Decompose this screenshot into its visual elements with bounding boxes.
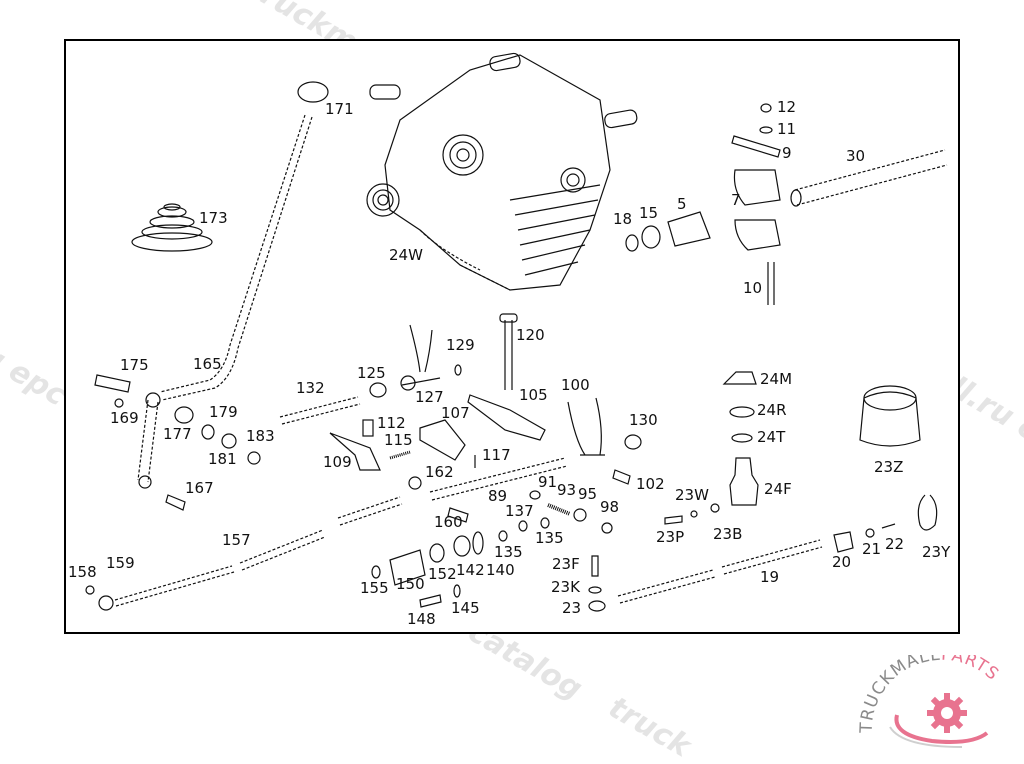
part-label-11[interactable]: 11 xyxy=(777,122,796,137)
part-label-23[interactable]: 23 xyxy=(562,601,581,616)
part-165-lever xyxy=(160,115,305,392)
svg-text:TRUCKMALLPARTS: TRUCKMALLPARTS xyxy=(857,655,1003,734)
part-label-165[interactable]: 165 xyxy=(193,357,222,372)
part-171-knob xyxy=(298,82,328,102)
truckmall-parts-logo: TRUCKMALLPARTS xyxy=(852,655,1024,750)
part-label-105[interactable]: 105 xyxy=(519,388,548,403)
part-24m-cap xyxy=(724,372,756,384)
part-label-24R[interactable]: 24R xyxy=(757,403,787,418)
part-175-pin xyxy=(95,375,130,392)
part-label-98[interactable]: 98 xyxy=(600,500,619,515)
part-label-24W[interactable]: 24W xyxy=(389,248,423,263)
part-label-30[interactable]: 30 xyxy=(846,149,865,164)
part-label-23K[interactable]: 23K xyxy=(551,580,580,595)
part-30-shaft xyxy=(795,150,947,205)
part-label-127[interactable]: 127 xyxy=(415,390,444,405)
part-label-23Z[interactable]: 23Z xyxy=(874,460,903,475)
part-132-shaft xyxy=(280,397,360,424)
part-label-157[interactable]: 157 xyxy=(222,533,251,548)
part-120-bolt xyxy=(505,320,512,390)
part-24f-valve xyxy=(730,458,758,505)
part-label-158[interactable]: 158 xyxy=(68,565,97,580)
part-23y-clamp xyxy=(918,495,936,530)
part-label-169[interactable]: 169 xyxy=(110,411,139,426)
part-label-167[interactable]: 167 xyxy=(185,481,214,496)
part-label-102[interactable]: 102 xyxy=(636,477,665,492)
part-label-160[interactable]: 160 xyxy=(434,515,463,530)
part-5-bushing xyxy=(668,212,710,246)
part-label-130[interactable]: 130 xyxy=(629,413,658,428)
part-label-107[interactable]: 107 xyxy=(441,406,470,421)
part-label-100[interactable]: 100 xyxy=(561,378,590,393)
part-label-120[interactable]: 120 xyxy=(516,328,545,343)
part-label-115[interactable]: 115 xyxy=(384,433,413,448)
part-label-23P[interactable]: 23P xyxy=(656,530,684,545)
part-label-155[interactable]: 155 xyxy=(360,581,389,596)
part-label-19[interactable]: 19 xyxy=(760,570,779,585)
part-label-112[interactable]: 112 xyxy=(377,416,406,431)
part-100-fork xyxy=(568,398,605,455)
gear-icon xyxy=(927,693,967,733)
part-label-95[interactable]: 95 xyxy=(578,487,597,502)
part-label-177[interactable]: 177 xyxy=(163,427,192,442)
part-label-135b[interactable]: 135 xyxy=(494,545,523,560)
part-label-91[interactable]: 91 xyxy=(538,475,557,490)
part-label-23B[interactable]: 23B xyxy=(713,527,742,542)
part-label-148[interactable]: 148 xyxy=(407,612,436,627)
part-label-183[interactable]: 183 xyxy=(246,429,275,444)
part-label-93[interactable]: 93 xyxy=(557,483,576,498)
part-157-rod xyxy=(115,497,402,606)
part-label-152[interactable]: 152 xyxy=(428,567,457,582)
part-label-18[interactable]: 18 xyxy=(613,212,632,227)
part-label-23F[interactable]: 23F xyxy=(552,557,580,572)
part-label-175[interactable]: 175 xyxy=(120,358,149,373)
part-label-140[interactable]: 140 xyxy=(486,563,515,578)
part-label-109[interactable]: 109 xyxy=(323,455,352,470)
part-label-7[interactable]: 7 xyxy=(731,193,741,208)
part-107-lever xyxy=(420,420,465,460)
part-label-12[interactable]: 12 xyxy=(777,100,796,115)
part-label-142[interactable]: 142 xyxy=(456,563,485,578)
part-label-135a[interactable]: 135 xyxy=(535,531,564,546)
part-label-21[interactable]: 21 xyxy=(862,542,881,557)
part-label-145[interactable]: 145 xyxy=(451,601,480,616)
part-label-20[interactable]: 20 xyxy=(832,555,851,570)
part-lever-link xyxy=(138,400,158,482)
part-label-159[interactable]: 159 xyxy=(106,556,135,571)
part-label-181[interactable]: 181 xyxy=(208,452,237,467)
logo-text-dark: TRUCKMALL xyxy=(857,655,942,734)
part-label-23Y[interactable]: 23Y xyxy=(922,545,950,560)
part-label-24T[interactable]: 24T xyxy=(757,430,785,445)
part-label-15[interactable]: 15 xyxy=(639,206,658,221)
part-label-5[interactable]: 5 xyxy=(677,197,687,212)
part-label-23W[interactable]: 23W xyxy=(675,488,709,503)
part-10-bolt xyxy=(768,262,774,305)
part-19-rod xyxy=(618,540,822,603)
part-label-22[interactable]: 22 xyxy=(885,537,904,552)
part-label-125[interactable]: 125 xyxy=(357,366,386,381)
part-label-9[interactable]: 9 xyxy=(782,146,792,161)
part-label-137[interactable]: 137 xyxy=(505,504,534,519)
part-label-129[interactable]: 129 xyxy=(446,338,475,353)
part-label-117[interactable]: 117 xyxy=(482,448,511,463)
part-label-10[interactable]: 10 xyxy=(743,281,762,296)
part-label-162[interactable]: 162 xyxy=(425,465,454,480)
part-label-24F[interactable]: 24F xyxy=(764,482,792,497)
part-label-171[interactable]: 171 xyxy=(325,102,354,117)
part-label-179[interactable]: 179 xyxy=(209,405,238,420)
part-7-clamp xyxy=(734,170,780,205)
part-label-150[interactable]: 150 xyxy=(396,577,425,592)
part-23z-cover xyxy=(860,392,920,446)
part-label-24M[interactable]: 24M xyxy=(760,372,792,387)
part-label-173[interactable]: 173 xyxy=(199,211,228,226)
part-label-132[interactable]: 132 xyxy=(296,381,325,396)
logo-text-accent: PARTS xyxy=(941,655,1003,685)
